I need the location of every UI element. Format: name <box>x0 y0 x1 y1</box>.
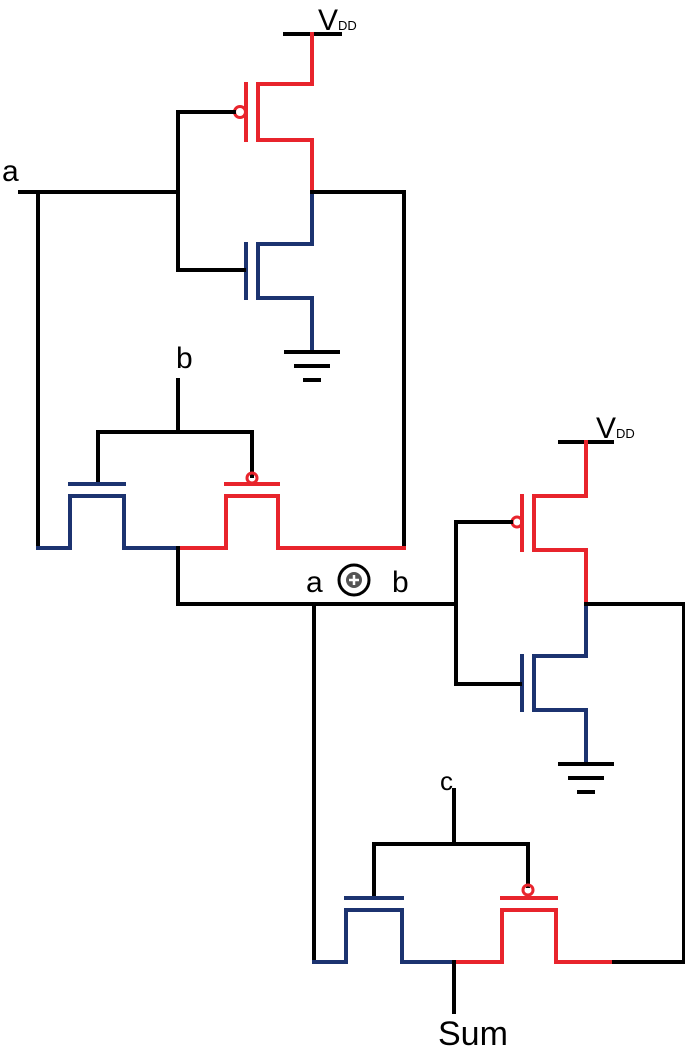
sum-output-label: Sum <box>438 1015 508 1049</box>
nmos-inverter-2 <box>520 602 588 764</box>
ground-symbol-1 <box>284 350 340 382</box>
nmos-inverter-1 <box>244 190 314 352</box>
xor-symbol <box>337 563 371 597</box>
input-c-label: c <box>440 766 453 796</box>
input-b-label: b <box>176 342 193 375</box>
transmission-gate-1 <box>36 378 406 550</box>
vdd-label-2: VDD <box>596 412 635 445</box>
input-a-label: a <box>2 155 19 188</box>
vdd-label-1: VDD <box>318 4 357 37</box>
inverter-2 <box>454 440 614 794</box>
ground-symbol-2 <box>558 762 614 794</box>
inverter-1 <box>176 32 342 382</box>
xor-label-a: a <box>306 566 323 599</box>
pmos-inverter-1 <box>233 32 314 194</box>
xor-label-b: b <box>392 566 409 599</box>
transmission-gate-2 <box>312 788 612 964</box>
pmos-inverter-2 <box>510 440 588 606</box>
